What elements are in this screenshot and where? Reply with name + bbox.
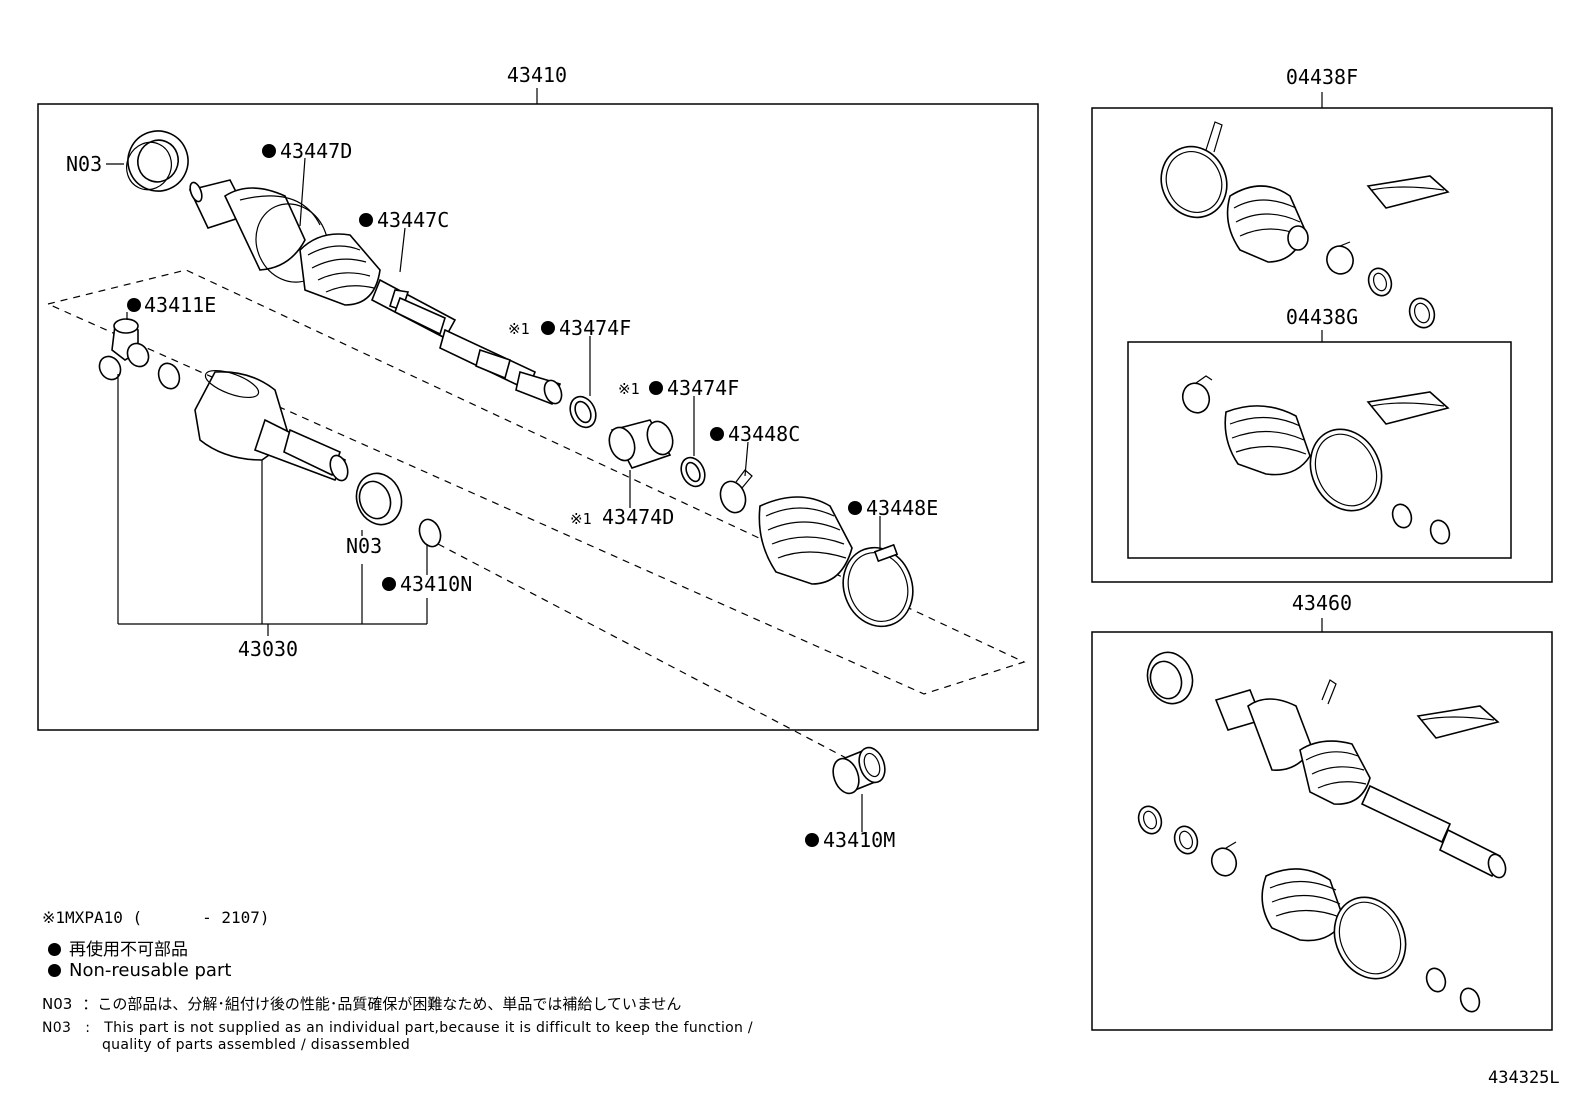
boot-kit-f-grease-packet [1366, 175, 1450, 209]
label-n03-mid[interactable]: N03 [346, 534, 382, 558]
n03-note-jp: N03 ：この部品は、分解･組付け後の性能･品質確保が困難なため、単品では補給して… [42, 993, 681, 1014]
bracket-43030 [117, 374, 428, 636]
label-43460[interactable]: 43460 [1292, 591, 1352, 615]
clamp-43448c [719, 469, 753, 514]
model-note-text: MXPA10 ( [65, 908, 143, 927]
model-note-range: - 2107) [202, 908, 270, 927]
label-43474d-prefix: ※1 [570, 510, 592, 528]
n03-note-en-line2: quality of parts assembled / disassemble… [102, 1037, 411, 1053]
legend-jp-text: 再使用不可部品 [69, 940, 188, 960]
bullet-dot-icon [48, 943, 61, 956]
label-n03-top[interactable]: N03 [66, 152, 102, 176]
boot-kit-g-circlips [1391, 503, 1451, 545]
shaft-43460-circlips [1425, 967, 1481, 1013]
label-43410n[interactable]: 43410N [400, 572, 472, 596]
n03-note-en: N03: This part is not supplied as an indi… [42, 1020, 753, 1036]
label-43410[interactable]: 43410 [507, 63, 567, 87]
bullet-dot-icon [48, 964, 61, 977]
label-43474f-a[interactable]: 43474F [559, 316, 631, 340]
shaft-43460-seal [1146, 651, 1194, 705]
tripod-43411e [98, 318, 150, 381]
label-43447d[interactable]: 43447D [280, 139, 352, 163]
shaft-43460-rings [1137, 805, 1238, 877]
n03-note-jp-text: ：この部品は、分解･組付け後の性能･品質確保が困難なため、単品では補給していませ… [82, 995, 682, 1013]
shaft-43460-clamp [1333, 896, 1407, 980]
n03-seal-top [126, 130, 189, 192]
main-assembly-frame [37, 103, 1039, 731]
boot-kit-g-grease-packet [1366, 391, 1450, 425]
boot-kit-g-large-clamp [1309, 428, 1383, 512]
label-43474f-a-prefix: ※1 [508, 320, 530, 338]
n03-note-en-line1: This part is not supplied as an individu… [104, 1020, 753, 1036]
inner-joint-dashed-outline [47, 269, 1026, 695]
bearing-43410m [832, 746, 886, 795]
shaft-43460-packet [1416, 705, 1500, 739]
label-43474f-b[interactable]: 43474F [667, 376, 739, 400]
label-04438f[interactable]: 04438F [1286, 65, 1358, 89]
shaft-43460-drive-shaft [1214, 679, 1507, 879]
label-43030[interactable]: 43030 [238, 637, 298, 661]
boot-kit-g-boot [1224, 405, 1311, 476]
legend-en-text: Non-reusable part [69, 960, 232, 981]
clamp-43448e [842, 543, 914, 628]
drive-shaft-outer [188, 179, 457, 340]
boot-kit-g-clamp-small [1181, 375, 1213, 414]
shaft-43460-boot [1261, 868, 1345, 942]
snap-ring-43410n [418, 518, 442, 548]
boot-kit-04438f-group: 04438F 04438G [1091, 65, 1553, 583]
label-43448e[interactable]: 43448E [866, 496, 938, 520]
label-43474d[interactable]: 43474D [602, 505, 674, 529]
boot-kit-f-clamp [1160, 121, 1228, 219]
inner-boot [758, 496, 853, 585]
n03-note-en-code: N03 [42, 1020, 72, 1036]
damper-43474d [608, 419, 674, 469]
shaft-43460-group: 43460 [1091, 591, 1553, 1031]
label-43411e[interactable]: 43411E [144, 293, 216, 317]
drive-shaft-middle [439, 328, 563, 406]
label-43410m[interactable]: 43410M [823, 828, 895, 852]
label-04438g[interactable]: 04438G [1286, 305, 1358, 329]
boot-kit-04438g-frame [1127, 341, 1512, 559]
circlip-small-a [157, 362, 181, 390]
n03-seal-mid [355, 472, 403, 526]
boot-kit-f-boot [1226, 185, 1309, 263]
main-assembly-group: 43410 N03 43447D 43447C [37, 63, 1039, 761]
model-note: ※1MXPA10 ( - 2107) [42, 908, 270, 927]
legend-non-reusable-jp: 再使用不可部品 [48, 935, 188, 960]
label-43448c[interactable]: 43448C [728, 422, 800, 446]
snap-ring-43474f-b [680, 456, 706, 488]
legend-non-reusable-en: Non-reusable part [48, 960, 231, 981]
figure-id: 434325L [1488, 1068, 1560, 1088]
label-43447c[interactable]: 43447C [377, 208, 449, 232]
n03-note-en-colon: : [85, 1020, 91, 1036]
boot-kit-f-small-clamps [1326, 241, 1436, 329]
model-note-mark: ※1 [42, 908, 66, 927]
label-43474f-b-prefix: ※1 [618, 380, 640, 398]
inner-joint-housing [194, 369, 349, 482]
n03-note-jp-code: N03 [42, 995, 73, 1013]
snap-ring-43474f-a [569, 395, 597, 429]
